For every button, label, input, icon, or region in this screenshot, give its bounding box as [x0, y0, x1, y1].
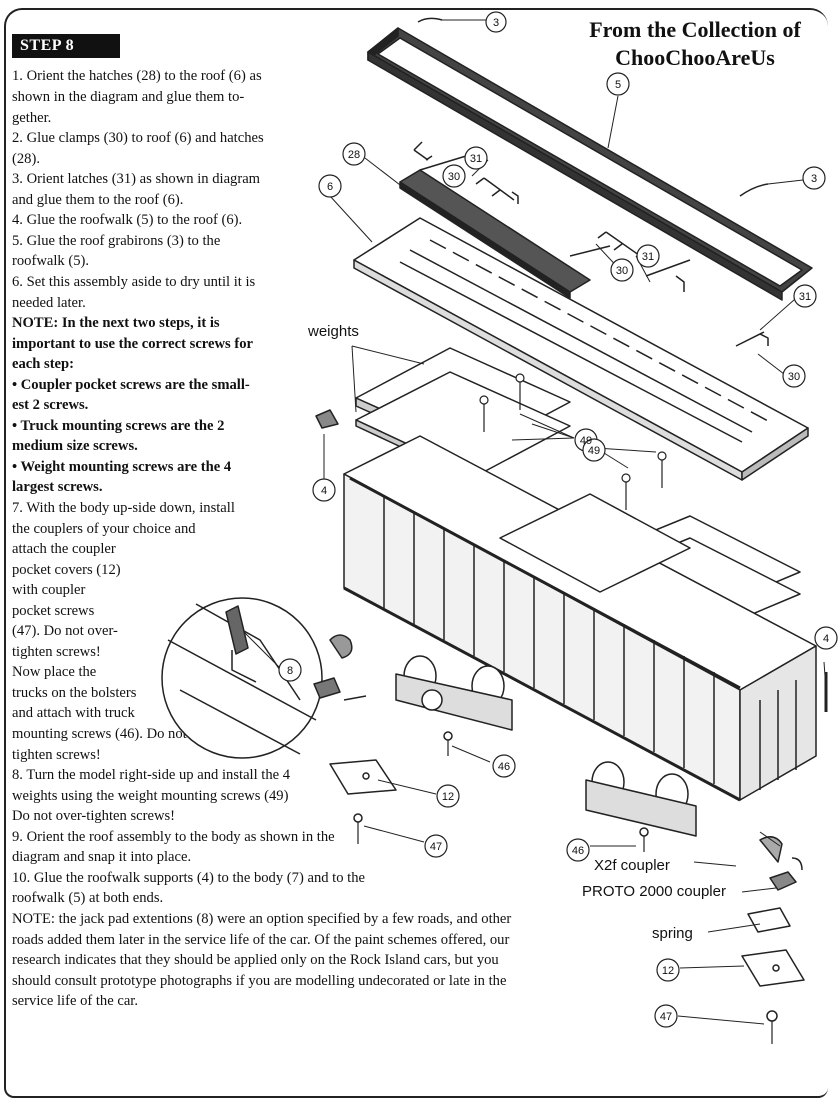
note-line: NOTE: In the next two steps, it is: [12, 315, 220, 331]
instruction-line: 6. Set this assembly aside to dry until …: [12, 274, 256, 290]
instruction-line: service life of the car.: [12, 993, 139, 1009]
instruction-line: 7. With the body up-side down, install: [12, 500, 235, 516]
instruction-line: 2. Glue clamps (30) to roof (6) and hatc…: [12, 130, 264, 146]
bullet-line: medium size screws.: [12, 438, 138, 454]
collection-watermark: From the Collection of ChooChooAreUs: [560, 16, 830, 72]
instruction-line: trucks on the bolsters: [12, 685, 137, 701]
bullet-line: largest screws.: [12, 479, 103, 495]
instruction-line: 3. Orient latches (31) as shown in diagr…: [12, 171, 261, 187]
instruction-line: Now place the: [12, 664, 97, 680]
instruction-line: pocket screws: [12, 603, 95, 619]
instruction-line: roofwalk (5) at both ends.: [12, 890, 164, 906]
instruction-line: needed later.: [12, 295, 86, 311]
collection-line-1: From the Collection of: [589, 17, 801, 42]
instruction-line: 1. Orient the hatches (28) to the roof (…: [12, 68, 262, 84]
instruction-line: 10. Glue the roofwalk supports (4) to th…: [12, 870, 366, 886]
instruction-line: the couplers of your choice and: [12, 521, 196, 537]
instruction-line: tighten screws!: [12, 747, 101, 763]
instruction-line: roofwalk (5).: [12, 253, 89, 269]
instruction-line: 9. Orient the roof assembly to the body …: [12, 829, 335, 845]
bullet-line: • Weight mounting screws are the 4: [12, 459, 232, 475]
instruction-line: gether.: [12, 110, 52, 126]
instruction-line: Do not over-tighten screws!: [12, 808, 176, 824]
instruction-line: shown in the diagram and glue them to-: [12, 89, 245, 105]
instruction-line: pocket covers (12): [12, 562, 121, 578]
instruction-line: weights using the weight mounting screws…: [12, 788, 289, 804]
collection-line-2: ChooChooAreUs: [615, 45, 775, 70]
page-frame: [4, 8, 828, 1098]
instruction-line: attach the coupler: [12, 541, 116, 557]
instruction-line: 5. Glue the roof grabirons (3) to the: [12, 233, 221, 249]
instruction-line: research indicates that they should be a…: [12, 952, 499, 968]
note-line: important to use the correct screws for: [12, 336, 253, 352]
instruction-line: and glue them to the roof (6).: [12, 192, 184, 208]
note-line: each step:: [12, 356, 75, 372]
instruction-line: diagram and snap it into place.: [12, 849, 192, 865]
instruction-line: roads added them later in the service li…: [12, 932, 510, 948]
instruction-line: (28).: [12, 151, 40, 167]
instruction-line: 4. Glue the roofwalk (5) to the roof (6)…: [12, 212, 243, 228]
bullet-line: est 2 screws.: [12, 397, 89, 413]
note-line: NOTE: the jack pad extentions (8) were a…: [12, 911, 512, 927]
instruction-line: (47). Do not over-: [12, 623, 118, 639]
instruction-line: mounting screws (46). Do not over-: [12, 726, 221, 742]
instruction-line: and attach with truck: [12, 705, 135, 721]
bullet-line: • Truck mounting screws are the 2: [12, 418, 225, 434]
instruction-line: tighten screws!: [12, 644, 101, 660]
instruction-line: should consult prototype photographs if …: [12, 973, 507, 989]
bullet-line: • Coupler pocket screws are the small-: [12, 377, 250, 393]
step-heading: STEP 8: [12, 34, 120, 58]
instruction-line: 8. Turn the model right-side up and inst…: [12, 767, 291, 783]
instruction-line: with coupler: [12, 582, 86, 598]
